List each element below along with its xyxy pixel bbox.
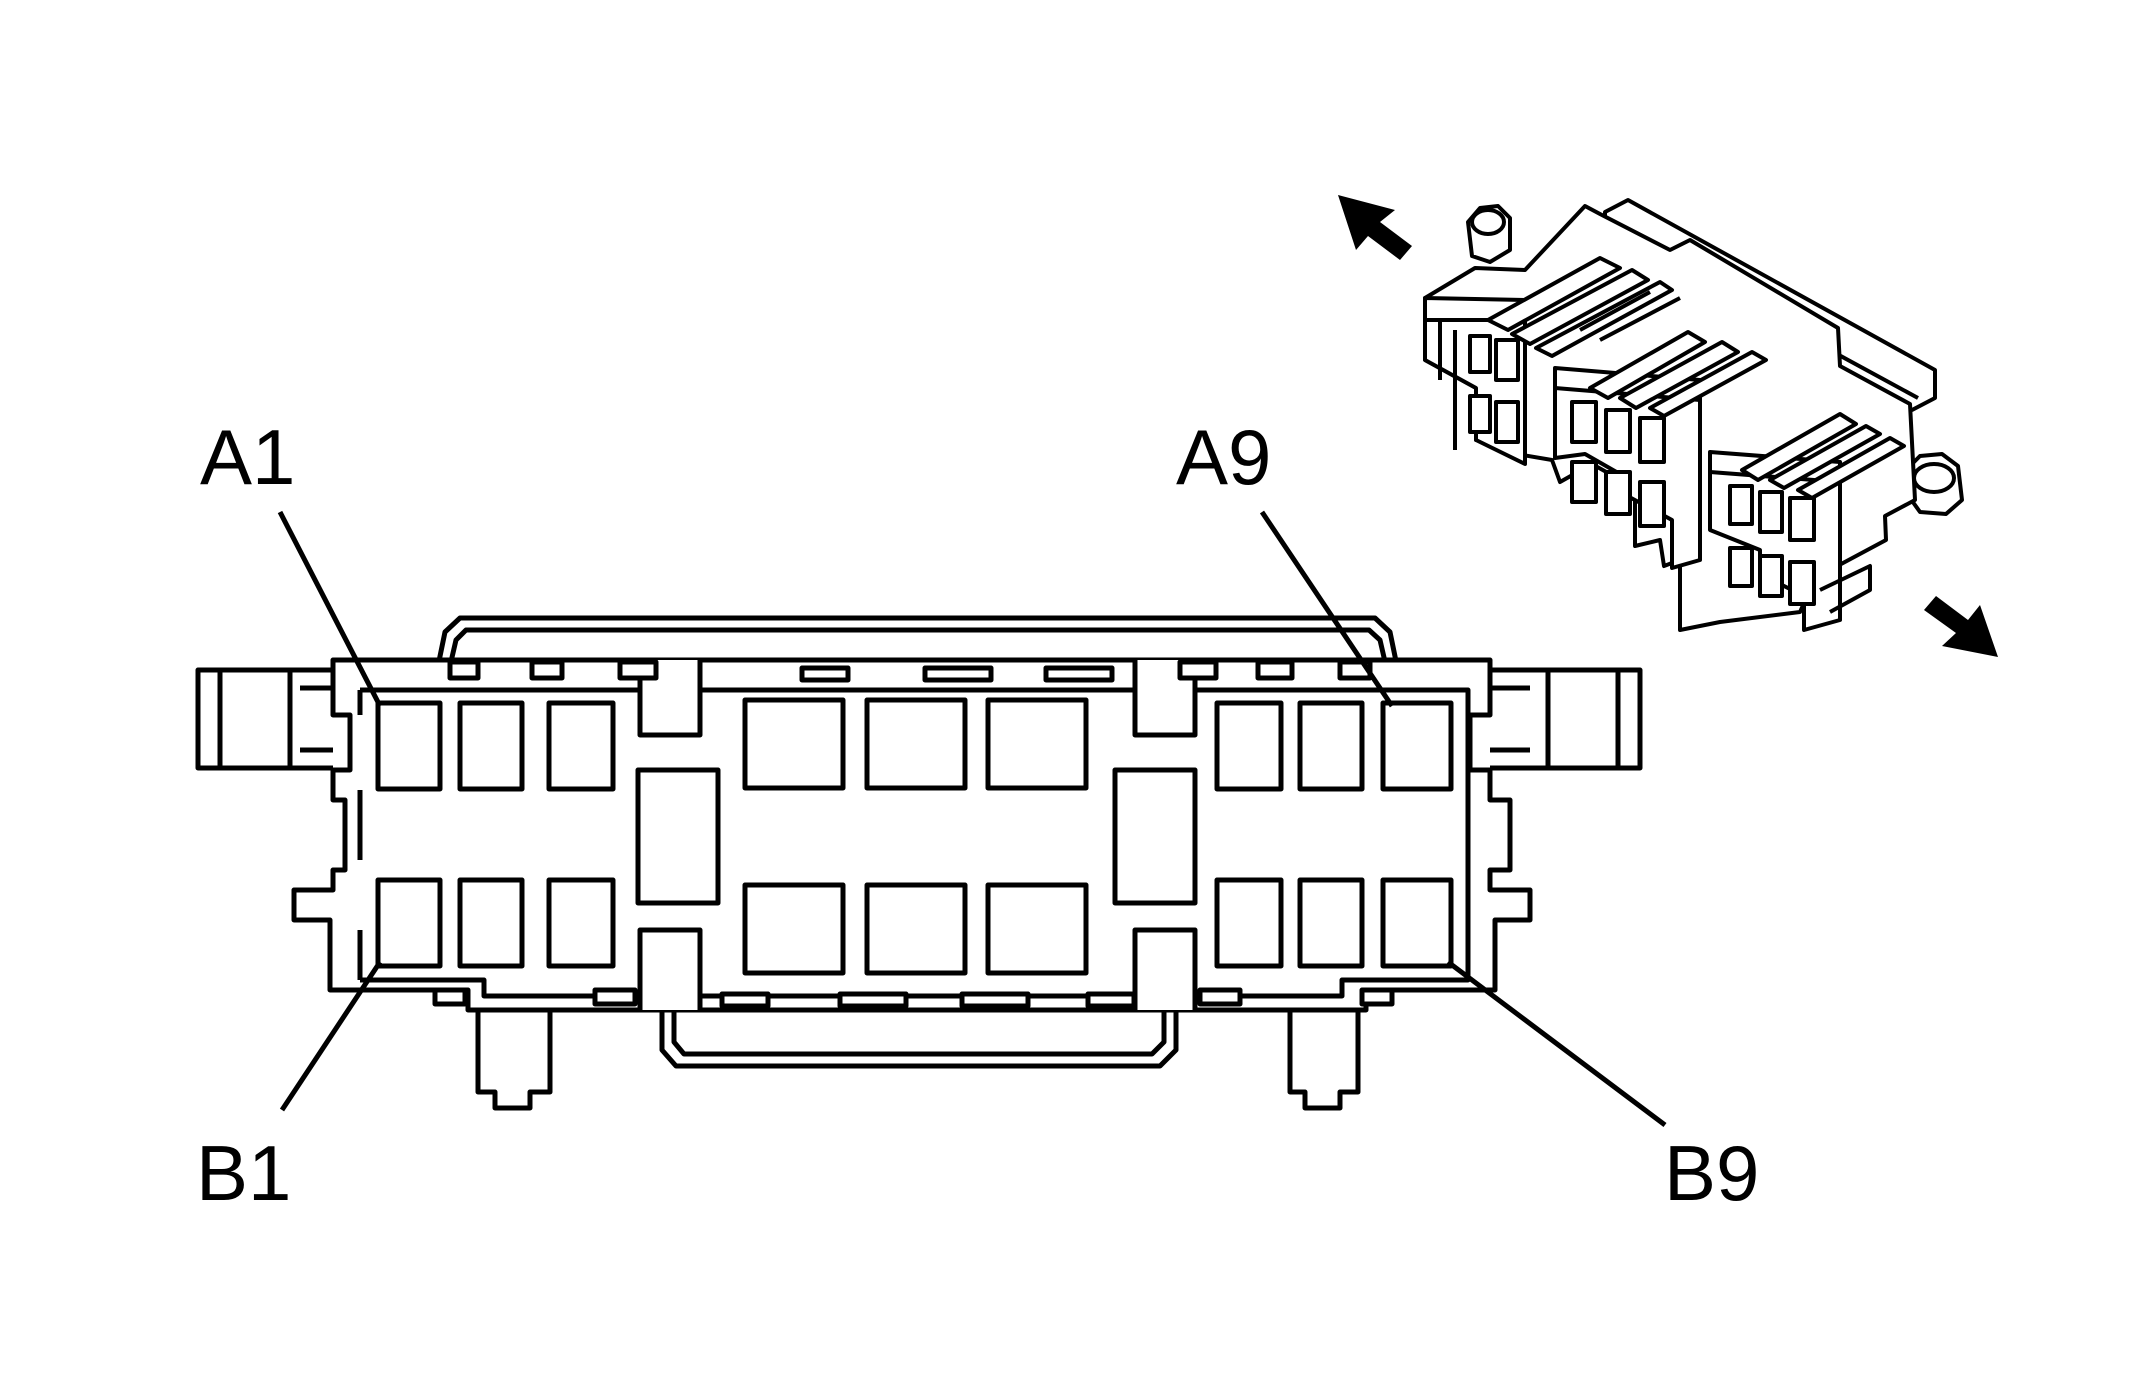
cavity-a6	[985, 697, 1089, 791]
right-lower-notch	[1132, 927, 1198, 1010]
right-latch	[1490, 667, 1643, 771]
bottom-key	[837, 991, 909, 1009]
connector-isometric-view	[1423, 198, 1964, 632]
inner-housing	[360, 687, 1471, 999]
cavity-b6	[985, 882, 1089, 976]
left-latch	[195, 667, 333, 771]
top-key	[1043, 665, 1115, 683]
bottom-key	[432, 987, 468, 1007]
bottom-key	[719, 991, 771, 1009]
left-lower-notch	[637, 927, 703, 1010]
top-key	[617, 659, 659, 681]
cavity-a9	[1380, 700, 1454, 792]
cavity-a8	[1297, 700, 1365, 792]
bottom-key	[1085, 991, 1137, 1009]
leader-b1	[279, 960, 383, 1112]
arrow-lower-right-icon	[1924, 596, 1998, 657]
cavity-a3	[546, 700, 616, 792]
label-b9: B9	[1664, 1129, 1759, 1217]
top-rail-inner	[447, 627, 1389, 667]
leader-lines	[277, 510, 1667, 1127]
cavity-b9	[1380, 877, 1454, 969]
cavity-a4	[742, 697, 846, 791]
label-a1: A1	[200, 413, 295, 501]
leader-b9	[1446, 960, 1667, 1127]
cavity-a5	[864, 697, 968, 791]
top-rail	[435, 615, 1400, 667]
top-key	[529, 659, 565, 681]
top-key	[922, 665, 994, 683]
label-b1: B1	[196, 1129, 291, 1217]
arrow-upper-left-icon	[1338, 195, 1412, 260]
cavity-b3	[546, 877, 616, 969]
top-key	[1255, 659, 1295, 681]
cavity-b1	[375, 877, 443, 969]
bottom-key	[1359, 987, 1395, 1007]
top-key	[799, 665, 851, 683]
cavity-b8	[1297, 877, 1365, 969]
label-a9: A9	[1176, 413, 1271, 501]
polarization-block-right	[1112, 767, 1198, 906]
bottom-key	[959, 991, 1031, 1009]
cavity-a1	[375, 700, 443, 792]
release-arrows	[1338, 195, 1998, 657]
connector-front-view	[195, 615, 1643, 1111]
bottom-key	[1197, 987, 1243, 1007]
cavity-a2	[457, 700, 525, 792]
cavity-b7	[1214, 877, 1284, 969]
bottom-key	[592, 987, 638, 1007]
cavity-b5	[864, 882, 968, 976]
top-key	[1177, 659, 1219, 681]
bottom-skirt	[659, 980, 1179, 1069]
cavity-b4	[742, 882, 846, 976]
top-key	[447, 659, 481, 681]
right-post	[1287, 1010, 1361, 1111]
leader-a9	[1259, 510, 1395, 708]
bottom-skirt-inner	[671, 980, 1167, 1057]
left-post	[475, 1010, 553, 1111]
polarization-block-left	[635, 767, 721, 906]
cavity-b2	[457, 877, 525, 969]
leader-a1	[277, 510, 383, 708]
cavity-a7	[1214, 700, 1284, 792]
